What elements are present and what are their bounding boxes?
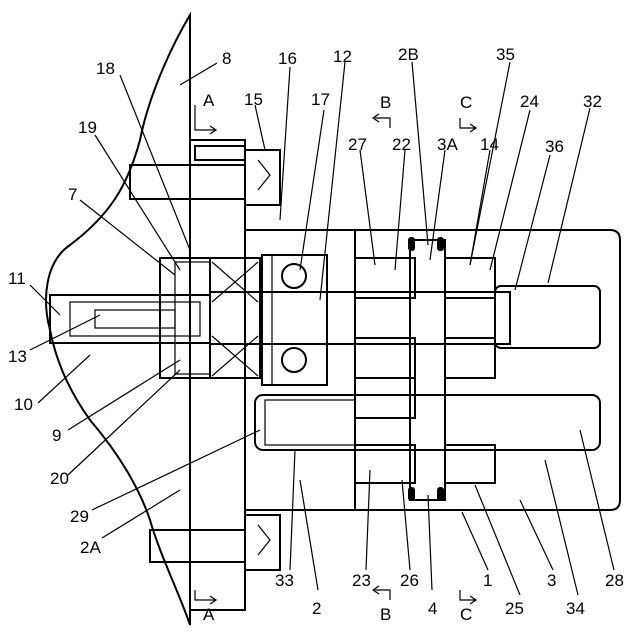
o-rings [408, 237, 444, 501]
label-8: 8 [222, 49, 231, 68]
label-22: 22 [392, 135, 411, 154]
label-19: 19 [78, 118, 97, 137]
label-26: 26 [400, 571, 419, 590]
cover [355, 230, 620, 510]
label-14: 14 [480, 135, 499, 154]
label-28: 28 [605, 571, 624, 590]
bolt-bottom [150, 515, 280, 570]
label-9: 9 [52, 426, 61, 445]
label-17: 17 [311, 90, 330, 109]
label-34: 34 [566, 599, 585, 618]
label-4: 4 [428, 599, 437, 618]
section-c-bottom: C [460, 605, 472, 624]
label-12: 12 [333, 47, 352, 66]
label-20: 20 [50, 469, 69, 488]
label-23: 23 [352, 571, 371, 590]
section-b-top: B [380, 93, 391, 112]
label-2B: 2B [398, 45, 419, 64]
section-letters: A A B B C C [203, 91, 472, 624]
label-32: 32 [583, 92, 602, 111]
section-a-top: A [203, 91, 215, 110]
gear-set [355, 240, 495, 500]
label-36: 36 [545, 137, 564, 156]
section-b-bottom: B [380, 605, 391, 624]
label-24: 24 [520, 92, 539, 111]
label-2: 2 [312, 599, 321, 618]
label-15: 15 [244, 90, 263, 109]
label-1: 1 [483, 571, 492, 590]
label-3A: 3A [437, 135, 458, 154]
label-27: 27 [348, 135, 367, 154]
lower-pin [255, 395, 600, 450]
shaft-assembly [50, 258, 510, 378]
label-11: 11 [8, 269, 26, 288]
label-16: 16 [278, 49, 297, 68]
label-7: 7 [68, 185, 77, 204]
label-13: 13 [8, 347, 27, 366]
section-a-bottom: A [203, 605, 215, 624]
mounting-wall [46, 15, 190, 625]
label-35: 35 [496, 45, 515, 64]
label-18: 18 [96, 59, 115, 78]
ball-bearing [262, 255, 327, 385]
label-2A: 2A [80, 538, 101, 557]
reference-numerals: 8 16 12 2B 35 18 15 17 24 32 19 27 22 3A… [8, 45, 624, 618]
label-3: 3 [547, 571, 556, 590]
label-10: 10 [14, 395, 33, 414]
label-33: 33 [275, 571, 294, 590]
label-29: 29 [70, 507, 89, 526]
section-c-top: C [460, 93, 472, 112]
label-25: 25 [505, 599, 524, 618]
